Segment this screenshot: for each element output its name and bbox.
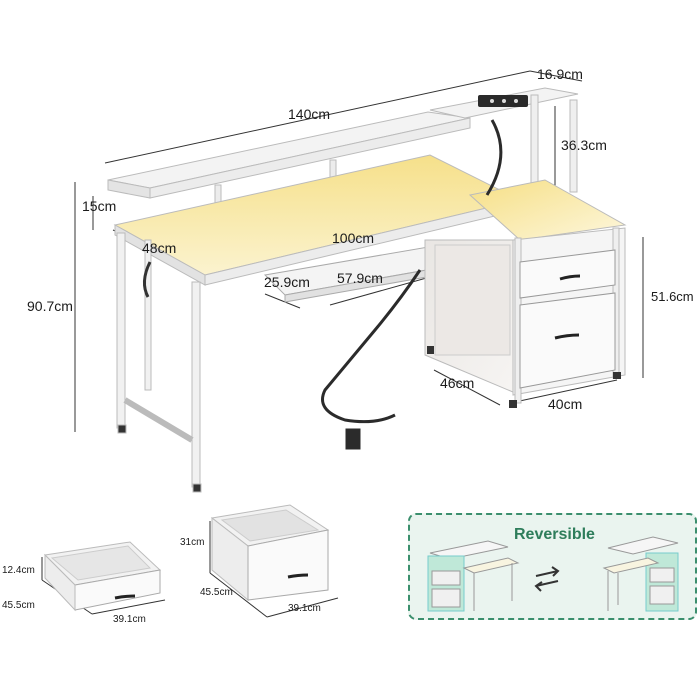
mini-desk-right <box>602 536 679 612</box>
dim-large-drawer-height: 31cm <box>180 537 205 548</box>
mini-desk-left <box>427 540 520 612</box>
dim-tray-depth: 25.9cm <box>264 274 310 290</box>
dim-total-height: 90.7cm <box>27 298 73 314</box>
dim-cabinet-height: 51.6cm <box>651 289 694 304</box>
dim-large-drawer-depth: 45.5cm <box>200 587 233 598</box>
cabinet-top <box>468 179 627 241</box>
reversible-illustration <box>427 536 679 612</box>
dim-tray-width: 57.9cm <box>337 270 383 286</box>
desk-legs <box>116 232 202 493</box>
dim-small-drawer-height: 12.4cm <box>2 565 35 576</box>
dim-shelf-height: 36.3cm <box>561 137 607 153</box>
dim-cabinet-width: 40cm <box>548 396 583 412</box>
large-fabric-drawer <box>210 504 330 602</box>
small-fabric-drawer <box>43 541 162 612</box>
dim-riser-height: 15cm <box>82 198 117 214</box>
swap-arrows-icon <box>534 566 560 592</box>
dim-main-width: 100cm <box>332 230 375 246</box>
dim-cabinet-depth: 46cm <box>440 375 475 391</box>
dim-large-drawer-width: 39.1cm <box>288 603 321 614</box>
monitor-shelf <box>107 111 471 208</box>
power-cable <box>321 119 503 450</box>
dim-desk-width: 140cm <box>288 106 331 122</box>
dim-desk-depth: 48cm <box>142 240 177 256</box>
file-cabinet <box>424 227 626 408</box>
reversible-label: Reversible <box>514 526 595 543</box>
side-shelf <box>429 87 579 193</box>
dim-top-depth: 16.9cm <box>537 66 583 82</box>
dim-small-drawer-width: 39.1cm <box>113 614 146 625</box>
dim-small-drawer-depth: 45.5cm <box>2 600 35 611</box>
